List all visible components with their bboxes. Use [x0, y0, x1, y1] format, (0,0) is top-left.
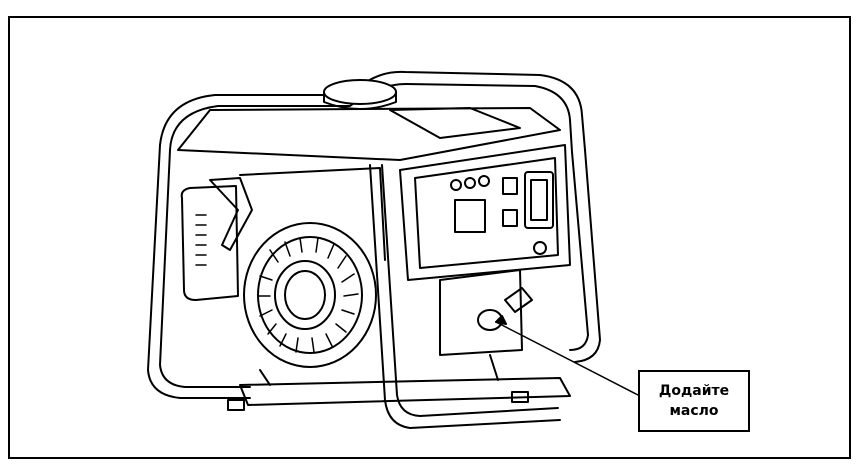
callout-line-1: Додайте [658, 383, 730, 399]
panel-breaker [502, 209, 518, 227]
top-cover [177, 107, 561, 161]
panel-display [454, 199, 486, 233]
base-plate [239, 377, 571, 406]
recoil-starter [243, 222, 377, 368]
frame-tube-right [574, 149, 601, 363]
foot-left [227, 399, 245, 411]
air-filter [180, 185, 239, 301]
fuel-cap [323, 79, 397, 105]
callout-line-2: масло [669, 403, 719, 419]
callout-add-oil: Додайте масло [638, 370, 750, 432]
panel-switch [502, 177, 518, 195]
indicator-light-2 [464, 177, 476, 189]
oil-filler [439, 269, 523, 356]
foot-right [511, 391, 529, 403]
frame-tube-left [147, 144, 251, 399]
indicator-light-1 [450, 179, 462, 191]
frame-tube-top [159, 70, 586, 151]
indicator-light-3 [478, 175, 490, 187]
power-socket [524, 171, 554, 229]
callout-leader-line [495, 321, 639, 396]
